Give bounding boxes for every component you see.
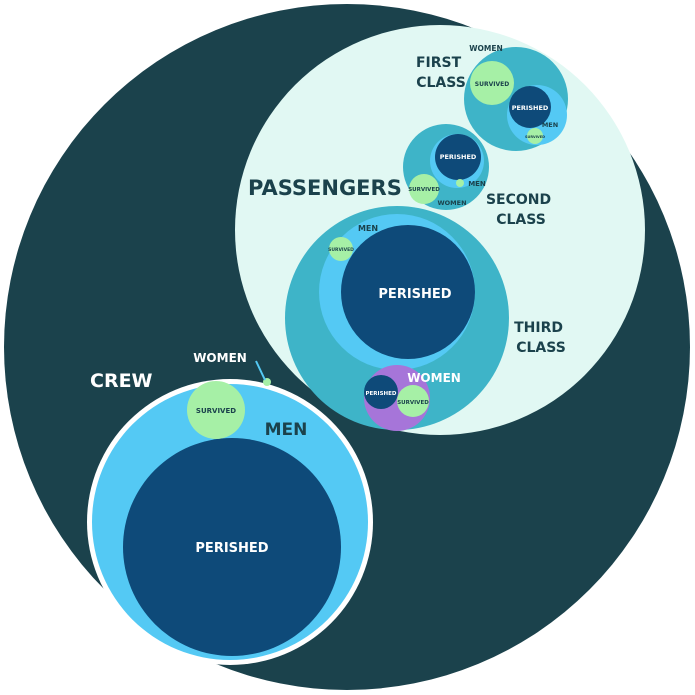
second-class-men-perished-label: PERISHED	[440, 153, 477, 161]
second-class-men-perished-circle	[435, 134, 481, 180]
second-class-men-survived-circle	[456, 179, 464, 187]
third-class-men-perished-circle	[341, 225, 475, 359]
third-class-women-perished-circle	[364, 375, 398, 409]
first-class-men-label: MEN	[542, 121, 558, 129]
first-class-men-perished-label: PERISHED	[512, 104, 549, 112]
third-class-women-perished-label: PERISHED	[366, 391, 397, 397]
crew-women-pointer	[255, 360, 266, 381]
third-class-women-survived-circle	[397, 385, 429, 417]
second-class-men-label: MEN	[468, 180, 486, 188]
third-class-men-survived-circle	[329, 237, 353, 261]
first-class-women-label: WOMEN	[469, 44, 503, 53]
first-class-women-survived-circle	[470, 61, 514, 105]
crew-men-perished-circle	[123, 438, 341, 656]
third-class-women-label: WOMEN	[407, 371, 461, 385]
first-class-men-survived-label: SURVIVED	[525, 135, 545, 139]
third-class-label: THIRD CLASS	[514, 320, 568, 356]
third-class-men-label: MEN	[358, 224, 378, 233]
third-class-men-survived-label: SURVIVED	[328, 247, 354, 253]
crew-label: CREW	[90, 370, 153, 392]
second-class-women-label: WOMEN	[437, 199, 466, 207]
crew-men-label: MEN	[265, 420, 308, 440]
second-class-women-survived-label: SURVIVED	[408, 187, 440, 193]
crew-men-survived-label: SURVIVED	[196, 407, 236, 415]
second-class-label: SECOND CLASS	[486, 192, 556, 228]
third-class-men-perished-label: PERISHED	[378, 287, 451, 302]
crew-men-survived-circle	[187, 381, 245, 439]
third-class-women-survived-label: SURVIVED	[397, 400, 429, 406]
crew-women-label: WOMEN	[193, 351, 247, 365]
first-class-men-survived-circle	[527, 128, 543, 144]
passengers-label: PASSENGERS	[248, 176, 402, 200]
first-class-label: FIRST CLASS	[416, 55, 466, 91]
crew-men-perished-label: PERISHED	[195, 541, 268, 556]
first-class-men-perished-circle	[509, 86, 551, 128]
first-class-women-survived-label: SURVIVED	[475, 81, 509, 88]
second-class-women-survived-circle	[409, 174, 439, 204]
